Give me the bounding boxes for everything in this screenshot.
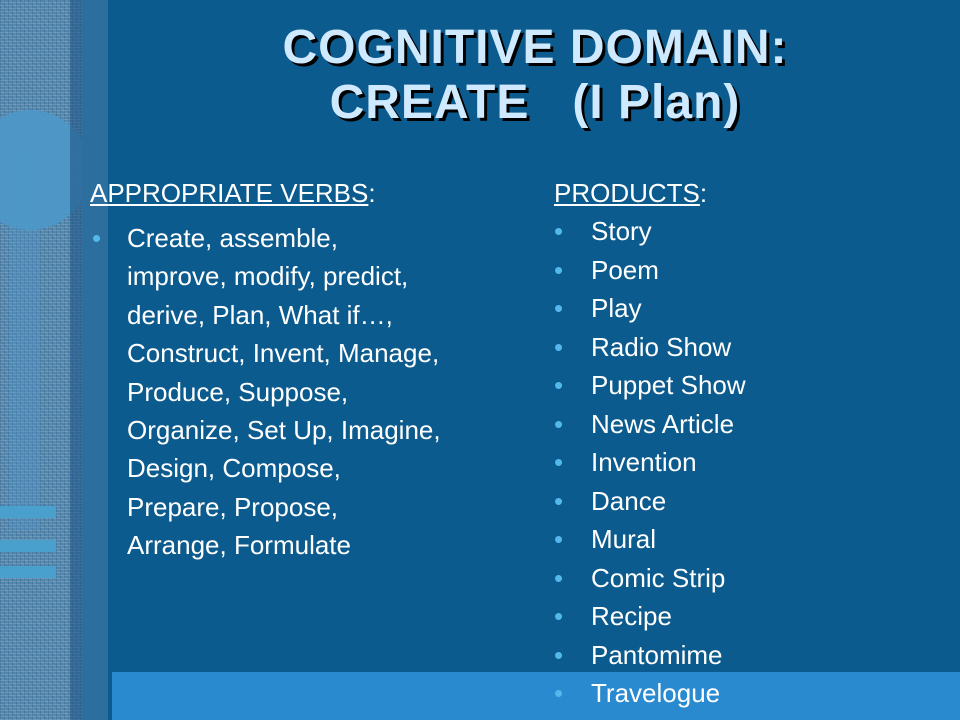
- list-item: • Puppet Show: [554, 366, 746, 405]
- title-line-2: CREATE (I Plan): [329, 76, 741, 129]
- bullet-icon: •: [554, 254, 564, 285]
- product-label: Play: [591, 293, 642, 323]
- list-item: • Pantomime: [554, 636, 746, 675]
- product-label: Pantomime: [591, 639, 723, 670]
- list-item: • Poem: [554, 251, 746, 290]
- decorative-stripe: [0, 566, 56, 578]
- product-label: Story: [591, 216, 652, 246]
- bullet-icon: •: [554, 601, 564, 631]
- list-item: • Play: [554, 289, 746, 328]
- products-heading: PRODUCTS:: [554, 178, 707, 209]
- texture-edge: [82, 0, 108, 720]
- slide-title: COGNITIVE DOMAIN: CREATE (I Plan): [110, 20, 960, 130]
- bullet-icon: •: [554, 524, 564, 554]
- product-label: Mural: [591, 524, 657, 554]
- product-label: Invention: [591, 447, 697, 477]
- title-line-1: COGNITIVE DOMAIN:: [282, 21, 788, 74]
- verbs-list: • Create, assemble, improve, modify, pre…: [92, 219, 442, 565]
- product-label: Radio Show: [591, 331, 732, 362]
- texture-shadow: [70, 0, 84, 720]
- list-item: • Travelogue: [554, 674, 746, 713]
- product-label: Puppet Show: [591, 370, 746, 400]
- verbs-heading-label: APPROPRIATE VERBS: [90, 178, 369, 208]
- product-label: Poem: [591, 254, 659, 285]
- bullet-icon: •: [554, 216, 564, 246]
- list-item: • Story: [554, 212, 746, 251]
- products-heading-colon: :: [699, 178, 708, 208]
- list-item: • News Article: [554, 405, 746, 444]
- bullet-icon: •: [554, 562, 564, 593]
- list-item: • Mural: [554, 520, 746, 559]
- list-item: • Dance: [554, 482, 746, 521]
- bullet-icon: •: [92, 223, 102, 253]
- verbs-heading: APPROPRIATE VERBS:: [90, 178, 376, 209]
- bullet-icon: •: [554, 293, 564, 323]
- bullet-icon: •: [554, 331, 564, 362]
- product-label: Dance: [591, 485, 667, 516]
- decorative-stripe: [0, 540, 56, 552]
- product-label: News Article: [591, 408, 735, 439]
- list-item: • Invention: [554, 443, 746, 482]
- decorative-stripe: [0, 506, 56, 518]
- bullet-icon: •: [554, 639, 564, 670]
- bottom-band: [112, 672, 960, 720]
- list-item: • Recipe: [554, 597, 746, 636]
- list-item: • Comic Strip: [554, 559, 746, 598]
- products-heading-label: PRODUCTS: [554, 178, 700, 208]
- verbs-text: Create, assemble, improve, modify, predi…: [127, 223, 441, 561]
- bullet-icon: •: [554, 485, 564, 516]
- bullet-icon: •: [554, 678, 564, 708]
- product-label: Travelogue: [591, 678, 721, 708]
- products-list: • Story • Poem • Play • Radio Show • Puppet S…: [554, 212, 746, 713]
- bullet-icon: •: [554, 447, 564, 477]
- product-label: Recipe: [591, 601, 672, 631]
- list-item: • Radio Show: [554, 328, 746, 367]
- verbs-heading-colon: :: [368, 178, 376, 208]
- product-label: Comic Strip: [591, 562, 726, 593]
- bullet-icon: •: [554, 370, 564, 400]
- bullet-icon: •: [554, 408, 564, 439]
